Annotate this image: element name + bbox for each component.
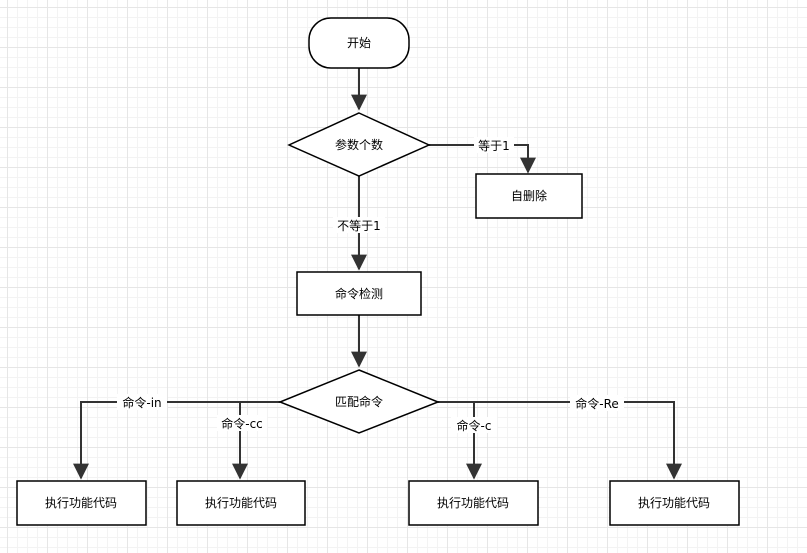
edge-label-not-equals-one: 不等于1 (333, 217, 385, 233)
node-match-cmd-label: 匹配命令 (335, 394, 383, 409)
node-exec-c-label: 执行功能代码 (437, 496, 509, 510)
node-exec-in-label: 执行功能代码 (45, 496, 117, 510)
edge-label-equals-one: 等于1 (474, 137, 514, 153)
node-match-cmd: 匹配命令 (277, 369, 441, 434)
edge-label-cmd-cc-text: 命令-cc (221, 416, 263, 431)
edge-match-to-exec-in (73, 401, 280, 480)
edge-label-cmd-cc: 命令-cc (217, 415, 267, 431)
edge-label-cmd-c: 命令-c (451, 417, 497, 433)
node-start-label: 开始 (347, 36, 371, 50)
edge-label-cmd-re: 命令-Re (570, 395, 624, 411)
edge-label-equals-one-text: 等于1 (478, 139, 510, 153)
node-param-count: 参数个数 (287, 112, 431, 177)
node-start: 开始 (308, 17, 410, 69)
node-self-delete-label: 自删除 (511, 188, 547, 203)
node-exec-cc-label: 执行功能代码 (205, 496, 277, 510)
edge-param-count-to-self-delete (429, 144, 536, 174)
node-exec-cc: 执行功能代码 (176, 480, 306, 526)
edge-label-cmd-in: 命令-in (117, 394, 167, 410)
node-cmd-check: 命令检测 (296, 271, 422, 316)
node-exec-c: 执行功能代码 (408, 480, 539, 526)
edge-match-to-exec-re (438, 401, 682, 480)
edge-label-cmd-in-text: 命令-in (122, 395, 161, 410)
node-exec-re-label: 执行功能代码 (638, 496, 710, 510)
node-param-count-label: 参数个数 (335, 137, 383, 152)
node-self-delete: 自删除 (475, 173, 583, 219)
node-cmd-check-label: 命令检测 (335, 286, 383, 301)
edge-label-cmd-re-text: 命令-Re (575, 396, 619, 411)
node-exec-in: 执行功能代码 (16, 480, 147, 526)
edge-label-not-equals-one-text: 不等于1 (337, 219, 381, 233)
node-exec-re: 执行功能代码 (609, 480, 740, 526)
edge-label-cmd-c-text: 命令-c (457, 418, 492, 433)
